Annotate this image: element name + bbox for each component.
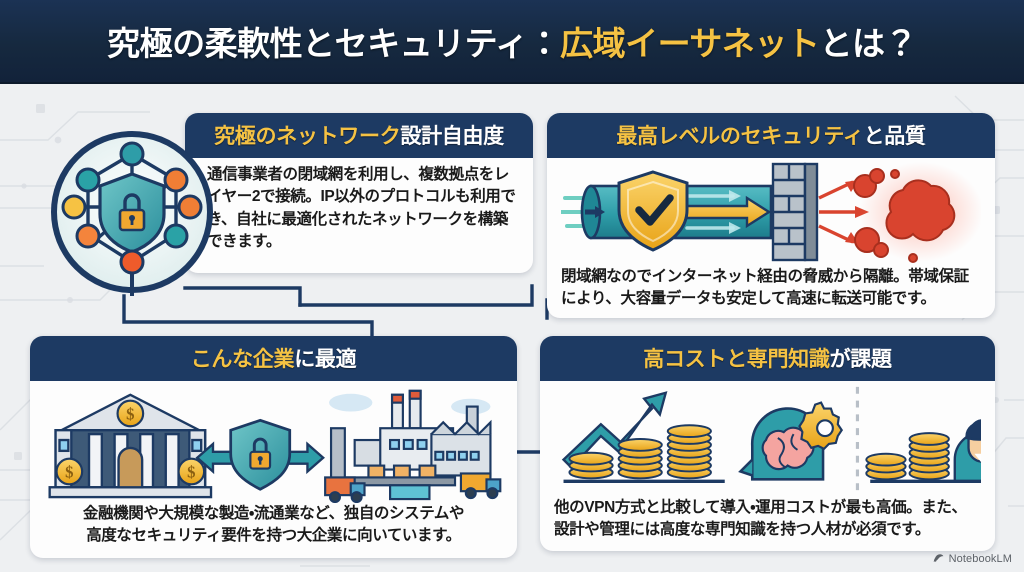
card-target-companies[interactable]: こんな企業に最適: [30, 336, 517, 558]
notebooklm-icon: [933, 554, 943, 562]
card-companies-text-line2: 高度なセキュリティ要件を持つ大企業に向いています。: [86, 527, 461, 545]
card-cost-expertise[interactable]: 高コストと専門知識が課題: [540, 336, 995, 551]
network-shield-lock-icon: [51, 131, 213, 296]
card-network-design[interactable]: 究極のネットワーク設計自由度 通信事業者の閉域網を利用し、複数拠点をレイヤー2で…: [185, 113, 533, 273]
card-network-header: 究極のネットワーク設計自由度: [185, 113, 533, 158]
card-security-body: 閉域網なのでインターネット経由の脅威から隔離。帯域保証により、大容量データも安定…: [547, 158, 995, 318]
card-companies-header: こんな企業に最適: [30, 336, 517, 381]
card-companies-text-line1: 金融機関や大規模な製造・流通業など、独自のシステムや: [82, 505, 465, 522]
svg-text:$: $: [187, 462, 195, 481]
card-network-header-highlight: 究極のネットワーク: [214, 125, 401, 148]
card-cost-header-highlight: 高コストと専門知識: [643, 348, 830, 371]
card-network-header-plain: 設計自由度: [400, 125, 504, 148]
infographic-title-bar: 究極の柔軟性とセキュリティ：広域イーサネットとは？: [0, 0, 1024, 84]
card-cost-header: 高コストと専門知識が課題: [540, 336, 995, 381]
page-title: 究極の柔軟性とセキュリティ：広域イーサネットとは？: [107, 17, 917, 65]
bank-shield-factory-icon: $ $ $: [48, 389, 502, 503]
title-suffix: とは？: [819, 25, 917, 62]
card-security-text: 閉域網なのでインターネット経由の脅威から隔離。帯域保証により、大容量データも安定…: [561, 268, 969, 308]
notebooklm-watermark: NotebookLM: [932, 552, 1012, 565]
card-security-quality[interactable]: 最高レベルのセキュリティと品質: [547, 113, 995, 318]
svg-text:$: $: [65, 462, 73, 481]
rising-cost-expertise-icon: [561, 386, 981, 492]
card-companies-header-highlight: こんな企業: [190, 348, 295, 371]
card-cost-body: 他のVPN方式と比較して導入・運用コストが最も高価。また、設計や管理には高度な専…: [540, 381, 995, 551]
card-network-text: 通信事業者の閉域網を利用し、複数拠点をレイヤー2で接続。IP以外のプロトコルも利…: [207, 166, 516, 251]
card-network-body: 通信事業者の閉域網を利用し、複数拠点をレイヤー2で接続。IP以外のプロトコルも利…: [185, 158, 533, 273]
secure-tunnel-firewall-icon: [561, 162, 981, 263]
card-companies-body: $ $ $: [30, 381, 517, 558]
card-companies-header-plain: に最適: [294, 348, 357, 371]
notebooklm-label: NotebookLM: [948, 552, 1012, 565]
card-security-header: 最高レベルのセキュリティと品質: [547, 113, 995, 158]
svg-text:$: $: [126, 404, 134, 423]
card-cost-text: 他のVPN方式と比較して導入・運用コストが最も高価。また、設計や管理には高度な専…: [554, 499, 967, 539]
card-security-header-highlight2: セキュリティ: [740, 125, 864, 148]
title-highlight: 広域イーサネット: [560, 25, 820, 62]
title-prefix: 究極の柔軟性とセキュリティ：: [107, 25, 561, 62]
card-security-header-plain: と品質: [863, 125, 926, 148]
card-security-header-highlight: 最高レベルの: [616, 125, 741, 148]
card-cost-header-plain: が課題: [829, 348, 892, 371]
